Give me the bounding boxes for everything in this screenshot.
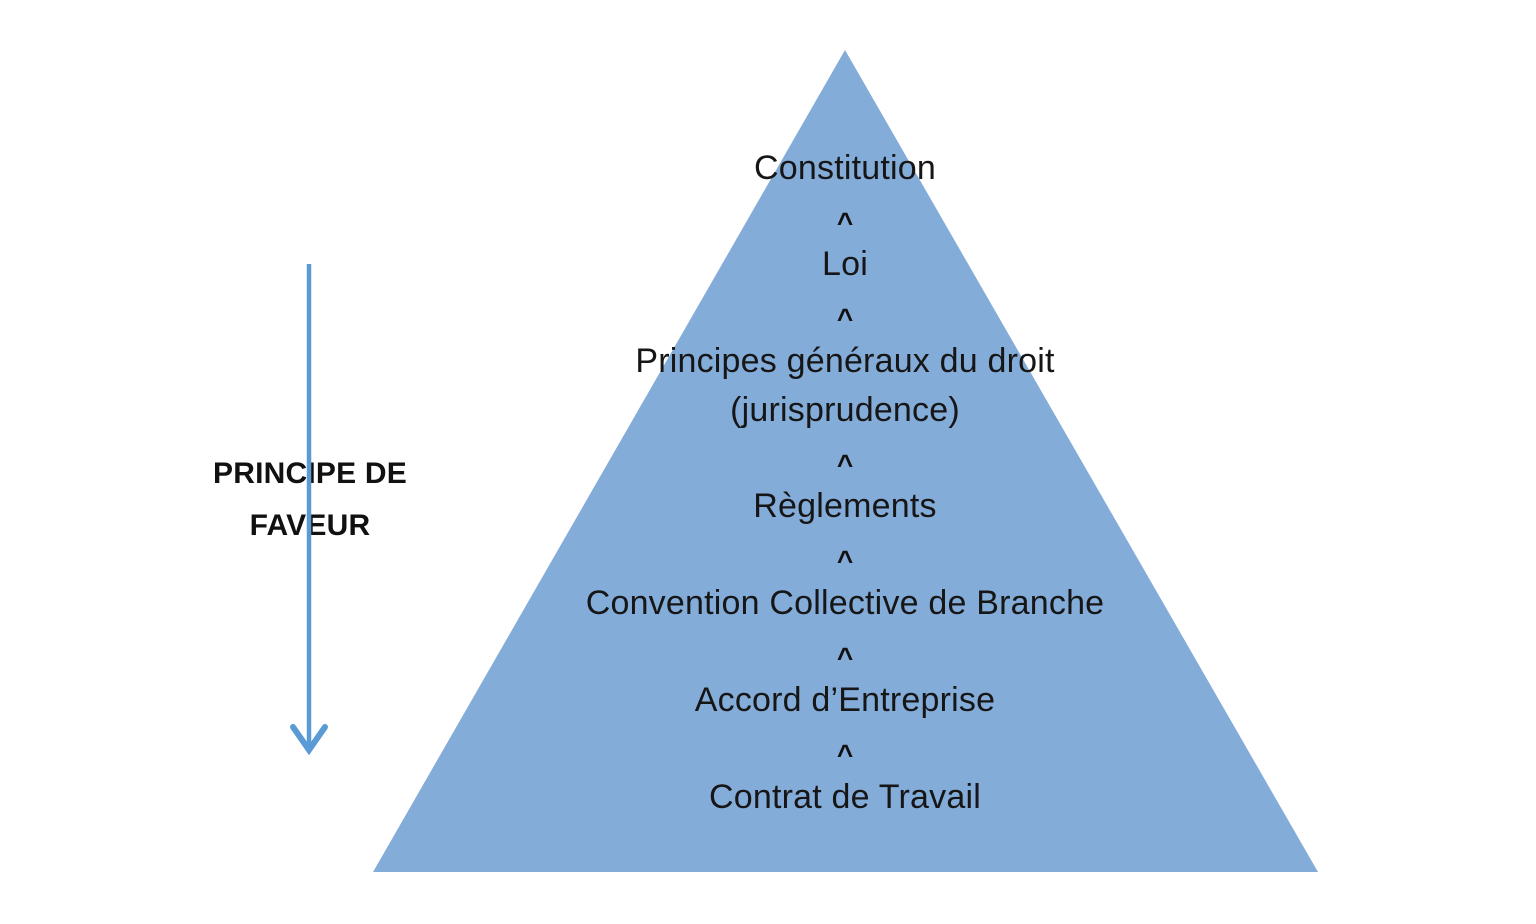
up-caret-icon: ^	[836, 545, 854, 577]
up-caret-icon: ^	[836, 448, 854, 480]
pyramid-level-convention-collective: Convention Collective de Branche	[585, 584, 1105, 623]
pyramid-level-principes-generaux-sub: (jurisprudence)	[730, 390, 960, 429]
hierarchy-stack: Constitution ^ Loi ^ Principes généraux …	[586, 144, 1105, 821]
up-caret-icon: ^	[836, 206, 854, 238]
up-caret-icon: ^	[836, 303, 854, 335]
principe-de-faveur-line2: FAVEUR	[249, 509, 371, 542]
pyramid-level-reglements: Règlements	[753, 487, 937, 526]
pyramid-level-loi: Loi	[822, 245, 868, 284]
pyramid-level-contrat-travail: Contrat de Travail	[709, 777, 981, 816]
pyramid-level-principes-generaux: Principes généraux du droit	[635, 342, 1055, 381]
up-caret-icon: ^	[836, 738, 854, 770]
down-arrow-head-icon	[290, 724, 328, 756]
principe-de-faveur-line1: PRINCIPE DE	[213, 457, 407, 490]
up-caret-icon: ^	[836, 642, 854, 674]
pyramid-level-constitution: Constitution	[754, 148, 936, 187]
principe-de-faveur-label: PRINCIPE DE FAVEUR	[213, 448, 407, 552]
pyramid-level-accord-entreprise: Accord d’Entreprise	[694, 680, 996, 719]
